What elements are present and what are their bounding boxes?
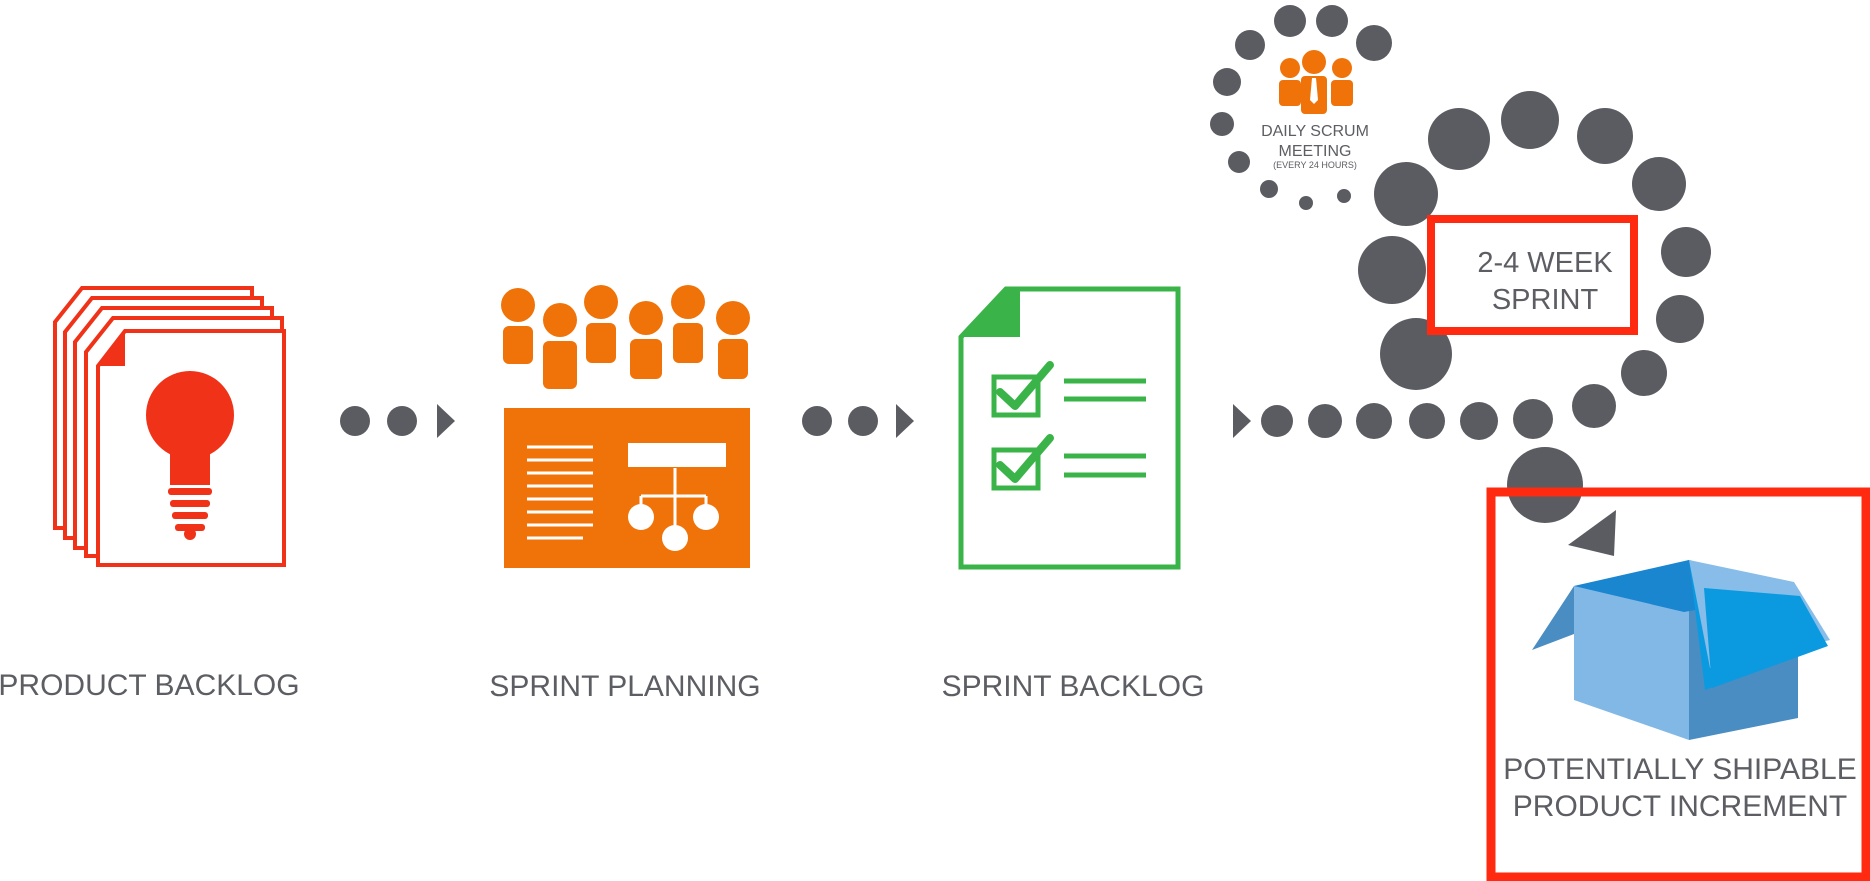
increment-line2: PRODUCT INCREMENT — [1513, 790, 1847, 823]
sprint-loop — [1358, 91, 1711, 556]
flow-arrow-1 — [340, 404, 455, 438]
flow-arrow-2 — [802, 404, 914, 438]
increment-line1: POTENTIALLY SHIPABLE — [1503, 753, 1856, 786]
tie-mark — [1310, 78, 1318, 104]
daily-scrum-line2: MEETING — [1279, 143, 1352, 160]
product-backlog-label: PRODUCT BACKLOG — [0, 669, 300, 702]
sprint-backlog-label: SPRINT BACKLOG — [942, 670, 1205, 703]
planning-board-content — [527, 443, 726, 551]
team-planning-board-icon — [501, 285, 750, 568]
sprint-planning-label: SPRINT PLANNING — [489, 670, 760, 703]
lightbulb-document-stack-icon — [53, 286, 286, 567]
daily-scrum-line1: DAILY SCRUM — [1261, 123, 1369, 140]
open-box-icon — [1532, 560, 1830, 740]
checklist-document-icon — [958, 286, 1181, 570]
sprint-highlight-box — [1427, 215, 1638, 335]
sprint-line2: SPRINT — [1492, 284, 1599, 316]
sprint-line1: 2-4 WEEK — [1477, 247, 1613, 279]
daily-scrum-line3: (EVERY 24 HOURS) — [1273, 160, 1357, 170]
flow-arrow-3 — [1233, 399, 1553, 440]
daily-scrum-loop — [1210, 5, 1392, 210]
increment-highlight-box — [1486, 487, 1870, 881]
